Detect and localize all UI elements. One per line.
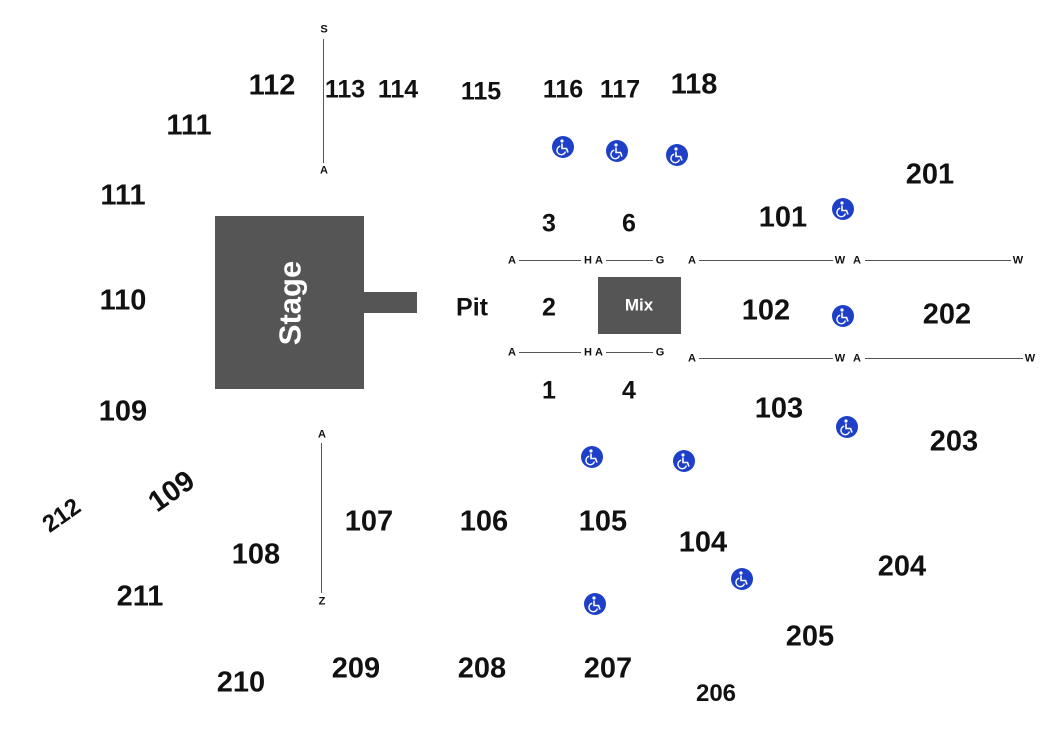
row-label-h: H [584,254,592,267]
section-117[interactable]: 117 [599,75,641,104]
section-115[interactable]: 115 [460,77,502,106]
wheelchair-icon[interactable] [666,144,688,166]
row-label-h: H [584,346,592,359]
section-211[interactable]: 211 [116,580,164,613]
section-201[interactable]: 201 [905,158,955,191]
section-112[interactable]: 112 [248,69,296,102]
row-label-a: A [853,352,861,365]
wheelchair-icon[interactable] [606,140,628,162]
wheelchair-icon[interactable] [731,568,753,590]
row-guide-103 [699,358,833,359]
row-label-a: A [595,254,603,267]
row-label-a: A [508,254,516,267]
row-label-a: A [320,164,328,177]
row-label-a: A [688,254,696,267]
row-guide-floor-6 [606,260,653,261]
row-label-g: G [655,346,665,359]
row-guide-floor-3 [519,260,581,261]
section-floor-4[interactable]: 4 [622,376,636,405]
section-111[interactable]: 111 [166,109,212,142]
row-label-w: W [834,254,846,267]
section-floor-1[interactable]: 1 [542,376,556,405]
row-label-z: Z [318,595,326,608]
stage-label: Stage [272,260,308,346]
row-label-w: W [1024,352,1036,365]
wheelchair-icon[interactable] [584,593,606,615]
row-label-a: A [508,346,516,359]
section-208[interactable]: 208 [457,652,507,685]
section-106[interactable]: 106 [459,505,509,538]
section-pit[interactable]: Pit [456,293,488,322]
section-212[interactable]: 212 [37,493,86,539]
section-205[interactable]: 205 [785,620,835,653]
section-floor-6[interactable]: 6 [622,209,636,238]
wheelchair-icon[interactable] [552,136,574,158]
section-207[interactable]: 207 [583,652,633,685]
row-label-a: A [853,254,861,267]
row-label-w: W [834,352,846,365]
section-103[interactable]: 103 [754,392,804,425]
section-116[interactable]: 116 [542,75,584,104]
stage-runway [364,292,417,313]
section-floor-2[interactable]: 2 [542,293,556,322]
row-guide-top-left [323,39,324,163]
row-guide-floor-1 [519,352,581,353]
row-label-a: A [595,346,603,359]
section-206[interactable]: 206 [695,680,737,707]
section-101[interactable]: 101 [758,201,808,234]
row-label-g: G [655,254,665,267]
section-107[interactable]: 107 [344,505,394,538]
row-guide-floor-4 [606,352,653,353]
section-111[interactable]: 111 [100,179,146,212]
section-114[interactable]: 114 [377,75,419,104]
section-108[interactable]: 108 [231,538,281,571]
wheelchair-icon[interactable] [832,305,854,327]
section-118[interactable]: 118 [670,68,718,101]
section-203[interactable]: 203 [929,425,979,458]
row-label-s: S [320,23,328,36]
section-202[interactable]: 202 [922,298,972,331]
section-floor-3[interactable]: 3 [542,209,556,238]
section-209[interactable]: 209 [331,652,381,685]
wheelchair-icon[interactable] [832,198,854,220]
wheelchair-icon[interactable] [581,446,603,468]
wheelchair-icon[interactable] [836,416,858,438]
row-guide-bottom-left [321,443,322,593]
section-204[interactable]: 204 [877,550,927,583]
section-113[interactable]: 113 [324,75,366,104]
section-102[interactable]: 102 [741,294,791,327]
wheelchair-icon[interactable] [673,450,695,472]
mix-position [598,277,681,334]
row-guide-201 [865,260,1011,261]
mix-label: Mix [624,295,654,315]
section-109[interactable]: 109 [142,464,201,519]
row-guide-203 [865,358,1023,359]
section-109[interactable]: 109 [98,395,148,428]
row-guide-101 [699,260,833,261]
stage[interactable] [215,216,364,389]
section-110[interactable]: 110 [99,284,147,317]
section-104[interactable]: 104 [678,526,728,559]
row-label-a: A [688,352,696,365]
section-105[interactable]: 105 [578,505,628,538]
row-label-w: W [1012,254,1024,267]
section-210[interactable]: 210 [216,666,266,699]
row-label-a: A [318,428,326,441]
